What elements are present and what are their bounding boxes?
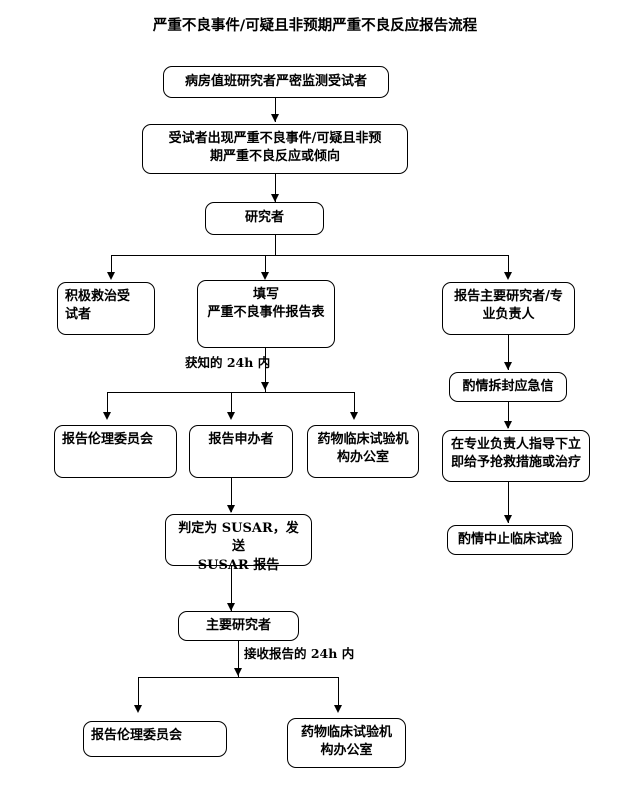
connector-branch-report-ec-2 — [138, 677, 140, 710]
node-ward-monitoring: 病房值班研究者严密监测受试者 — [163, 66, 389, 98]
arrowhead-pi-stem — [234, 668, 242, 676]
node-emergency-rescue-treatment-line2: 即给予抢救措施或治疗 — [450, 455, 581, 471]
node-rescue-subject-line1: 积极救治受 — [65, 289, 131, 304]
connector-branch-drug-office — [354, 392, 356, 417]
connector-pi-to-unblind — [508, 335, 510, 370]
arrowhead-pi-to-unblind — [504, 362, 512, 370]
page-title: 严重不良事件/可疑且非预期严重不良反应报告流程 — [152, 18, 478, 34]
connector-sponsor-to-susar — [231, 478, 233, 512]
arrowhead-branch-rescue — [107, 272, 115, 280]
node-investigator: 研究者 — [205, 202, 324, 235]
connector-event-to-investigator — [275, 174, 277, 202]
node-fill-sae-form: 填写 严重不良事件报告表 — [197, 280, 335, 348]
connector-investigator-split — [111, 255, 509, 257]
node-unblind-emergency-envelope-label: 酌情拆封应急信 — [462, 378, 554, 394]
susar-line2-suffix: 报告 — [248, 557, 280, 573]
node-fill-sae-form-line2: 严重不良事件报告表 — [207, 305, 325, 321]
node-rescue-subject: 积极救治受 试者 — [57, 282, 155, 335]
connector-branch-report-ec — [107, 392, 109, 417]
susar-line1-acronym: SUSAR — [221, 521, 273, 536]
node-suspend-trial: 酌情中止临床试验 — [447, 525, 573, 555]
node-rescue-subject-line2: 试者 — [65, 307, 92, 323]
node-report-ethics-committee-2: 报告伦理委员会 — [83, 721, 227, 757]
arrowhead-fillform-stem — [261, 382, 269, 390]
susar-line2-acronym: SUSAR — [197, 557, 249, 573]
node-susar-determination: 判定为 SUSAR，发送 SUSAR 报告 — [165, 514, 312, 573]
arrowhead-branch-drug-office — [350, 412, 358, 420]
node-report-ethics-committee-2-label: 报告伦理委员会 — [91, 728, 183, 743]
edge-label-within-24h-of-receipt: 接收报告的 24h 内 — [244, 643, 354, 662]
node-sae-occurrence-line1: 受试者出现严重不良事件/可疑且非预 — [168, 131, 382, 146]
connector-investigator-stem — [275, 235, 277, 256]
arrowhead-rescue-to-suspend — [504, 515, 512, 523]
arrowhead-monitor-to-event — [271, 114, 279, 122]
edge-label-awareness-suffix: 内 — [253, 355, 271, 370]
arrowhead-sponsor-to-susar — [227, 505, 235, 513]
node-fill-sae-form-line1: 填写 — [252, 287, 279, 302]
edge-label-awareness-prefix: 获知的 — [185, 355, 227, 370]
node-report-ethics-committee-1: 报告伦理委员会 — [54, 425, 177, 478]
node-emergency-rescue-treatment-line1: 在专业负责人指导下立 — [450, 437, 581, 452]
connector-branch-drug-office-2 — [338, 677, 340, 710]
node-report-sponsor-label: 报告申办者 — [208, 432, 274, 447]
arrowhead-branch-drug-office-2 — [334, 705, 342, 713]
node-drug-trial-office-1-line2: 构办公室 — [336, 450, 389, 466]
susar-line1-prefix: 判定为 — [178, 521, 222, 536]
node-susar-determination-line2: SUSAR 报告 — [198, 558, 280, 573]
connector-monitor-to-event — [275, 98, 277, 122]
susar-line1-suffix: ，发送 — [231, 521, 299, 555]
node-investigator-label: 研究者 — [244, 210, 284, 226]
connector-rescue-to-suspend — [508, 482, 510, 523]
node-principal-investigator-label: 主要研究者 — [205, 617, 271, 633]
node-drug-trial-office-2-line1: 药物临床试验机 — [300, 725, 392, 740]
node-sae-occurrence: 受试者出现严重不良事件/可疑且非预 期严重不良反应或倾向 — [142, 124, 408, 174]
node-report-sponsor: 报告申办者 — [189, 425, 293, 478]
node-principal-investigator: 主要研究者 — [178, 611, 299, 641]
connector-branch-report-sponsor — [231, 392, 233, 417]
node-report-pi-leader-line1: 报告主要研究者/专 — [454, 289, 563, 304]
connector-branch-rescue — [111, 255, 113, 277]
edge-label-receipt-hours: 24h — [310, 646, 338, 661]
connector-branch-reportpi — [508, 255, 510, 277]
node-susar-determination-line1: 判定为 SUSAR，发送 — [178, 521, 299, 554]
connector-unblind-to-rescue — [508, 402, 510, 428]
node-drug-trial-office-1: 药物临床试验机 构办公室 — [307, 425, 419, 478]
arrowhead-branch-report-sponsor — [227, 412, 235, 420]
node-emergency-rescue-treatment: 在专业负责人指导下立 即给予抢救措施或治疗 — [442, 430, 590, 482]
edge-label-within-24h-of-awareness: 获知的 24h 内 — [185, 352, 270, 371]
node-drug-trial-office-2: 药物临床试验机 构办公室 — [287, 718, 406, 768]
node-suspend-trial-label: 酌情中止临床试验 — [457, 531, 562, 547]
node-sae-occurrence-line2: 期严重不良反应或倾向 — [209, 149, 340, 165]
edge-label-receipt-suffix: 内 — [337, 646, 355, 661]
node-report-ethics-committee-1-label: 报告伦理委员会 — [62, 432, 154, 447]
arrowhead-branch-report-ec-2 — [134, 705, 142, 713]
edge-label-awareness-hours: 24h — [226, 355, 254, 370]
connector-fillform-stem — [265, 348, 267, 392]
arrowhead-susar-to-pi — [227, 603, 235, 611]
node-drug-trial-office-1-line1: 药物临床试验机 — [317, 432, 409, 447]
connector-pi-stem — [238, 641, 240, 677]
arrowhead-branch-report-ec — [103, 412, 111, 420]
node-report-pi-leader: 报告主要研究者/专 业负责人 — [442, 282, 575, 335]
arrowhead-branch-reportpi — [504, 272, 512, 280]
connector-pi-split — [138, 677, 339, 679]
arrowhead-event-to-investigator — [271, 194, 279, 202]
node-unblind-emergency-envelope: 酌情拆封应急信 — [449, 372, 567, 402]
connector-susar-to-pi — [231, 566, 233, 611]
connector-branch-fillform — [265, 255, 267, 277]
arrowhead-branch-fillform — [261, 272, 269, 280]
node-ward-monitoring-label: 病房值班研究者严密监测受试者 — [184, 73, 367, 89]
edge-label-receipt-prefix: 接收报告的 — [244, 646, 311, 661]
arrowhead-unblind-to-rescue — [504, 421, 512, 429]
node-report-pi-leader-line2: 业负责人 — [482, 307, 535, 323]
node-drug-trial-office-2-line2: 构办公室 — [320, 743, 373, 759]
